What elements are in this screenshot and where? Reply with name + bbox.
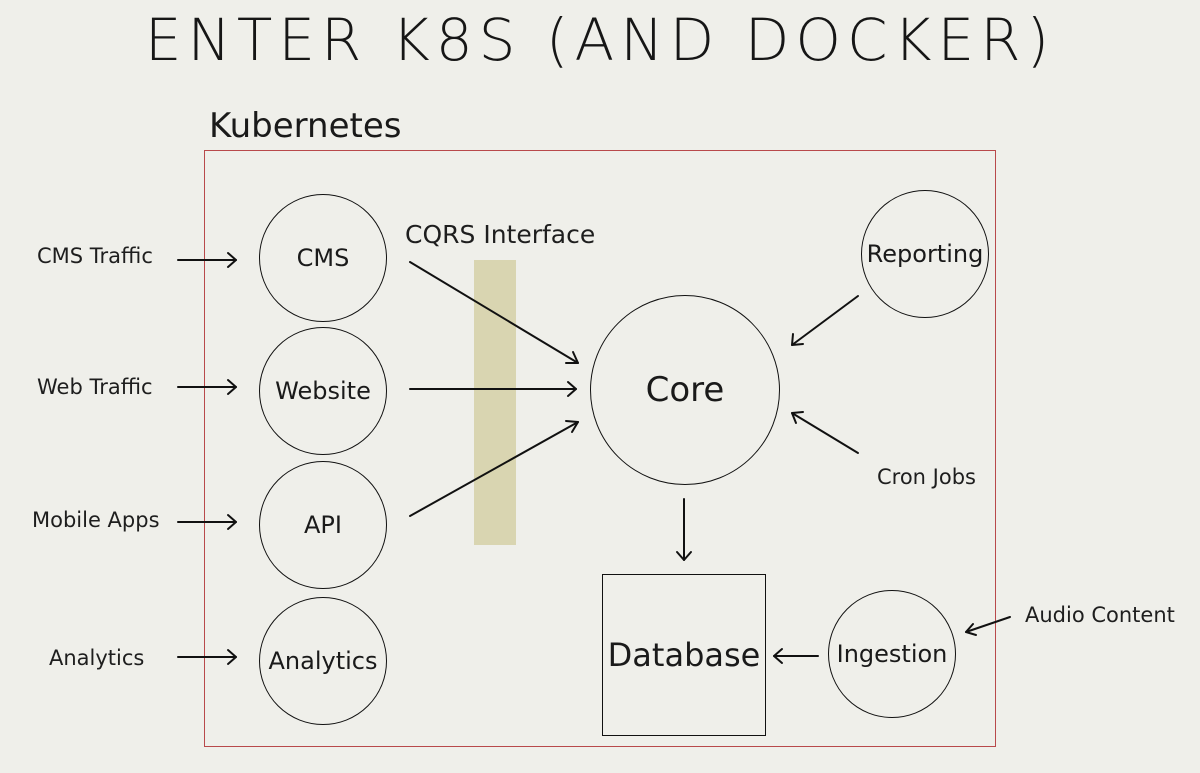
arrow-web-traffic-to-website (177, 379, 237, 395)
arrow-core-to-database (676, 498, 692, 561)
arrow-analytics-source-to-analytics (177, 649, 237, 665)
cms-node: CMS (259, 194, 387, 322)
arrow-cron-jobs-to-core (791, 411, 859, 454)
database-node-label: Database (607, 636, 761, 674)
analytics-node: Analytics (259, 597, 387, 725)
arrow-website-to-core (409, 381, 577, 397)
api-node-label: API (304, 511, 342, 539)
core-node: Core (590, 295, 780, 485)
cms-traffic-label: CMS Traffic (37, 244, 153, 268)
arrow-cms-traffic-to-cms (177, 252, 237, 268)
web-traffic-label: Web Traffic (37, 375, 153, 399)
arrow-cms-to-core (409, 261, 579, 364)
cron-jobs-label: Cron Jobs (877, 465, 976, 489)
slide-title: ENTER K8S (AND DOCKER) (144, 6, 1056, 74)
api-node: API (259, 461, 387, 589)
reporting-node-label: Reporting (866, 240, 984, 268)
ingestion-node: Ingestion (828, 590, 956, 718)
arrow-mobile-apps-to-api (177, 514, 237, 530)
mobile-apps-label: Mobile Apps (32, 508, 160, 532)
arrow-ingestion-to-database (773, 648, 819, 664)
arrow-reporting-to-core (791, 295, 859, 346)
analytics-node-label: Analytics (268, 647, 378, 675)
cqrs-interface-bar (474, 260, 516, 545)
reporting-node: Reporting (861, 190, 989, 318)
ingestion-node-label: Ingestion (836, 640, 948, 668)
cms-node-label: CMS (296, 244, 350, 272)
kubernetes-cluster-boundary (204, 150, 996, 747)
website-node-label: Website (275, 377, 371, 405)
database-node: Database (602, 574, 766, 736)
core-node-label: Core (645, 370, 725, 410)
website-node: Website (259, 327, 387, 455)
cqrs-interface-label: CQRS Interface (405, 220, 596, 249)
audio-content-label: Audio Content (1025, 603, 1175, 627)
arrow-audio-content-to-ingestion (965, 616, 1011, 636)
kubernetes-label: Kubernetes (209, 106, 402, 146)
analytics-source-label: Analytics (49, 646, 145, 670)
arrow-api-to-core (409, 420, 579, 517)
